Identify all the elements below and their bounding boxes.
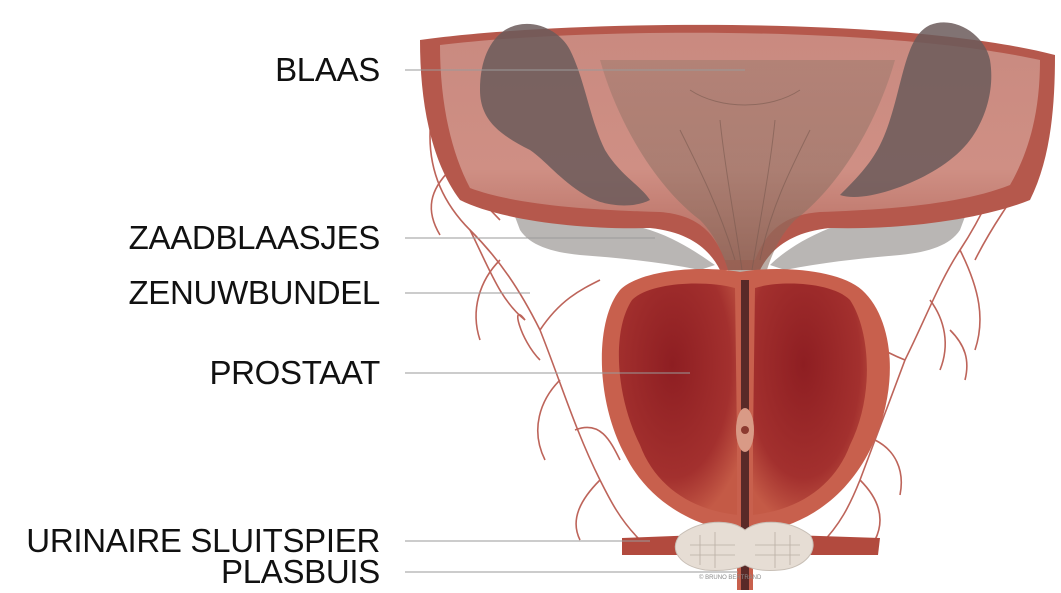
prostate-lobe-left [619, 284, 738, 515]
label-bladder: BLAAS [275, 52, 380, 88]
illustration-credit: © BRUNO BERTRAND [699, 575, 761, 581]
label-prostate: PROSTAAT [209, 355, 380, 391]
label-nerve-bundle: ZENUWBUNDEL [128, 275, 380, 311]
label-urethra: PLASBUIS [221, 554, 380, 590]
urinary-sphincter-shape [622, 522, 880, 570]
label-seminal-vesicles: ZAADBLAASJES [129, 220, 380, 256]
